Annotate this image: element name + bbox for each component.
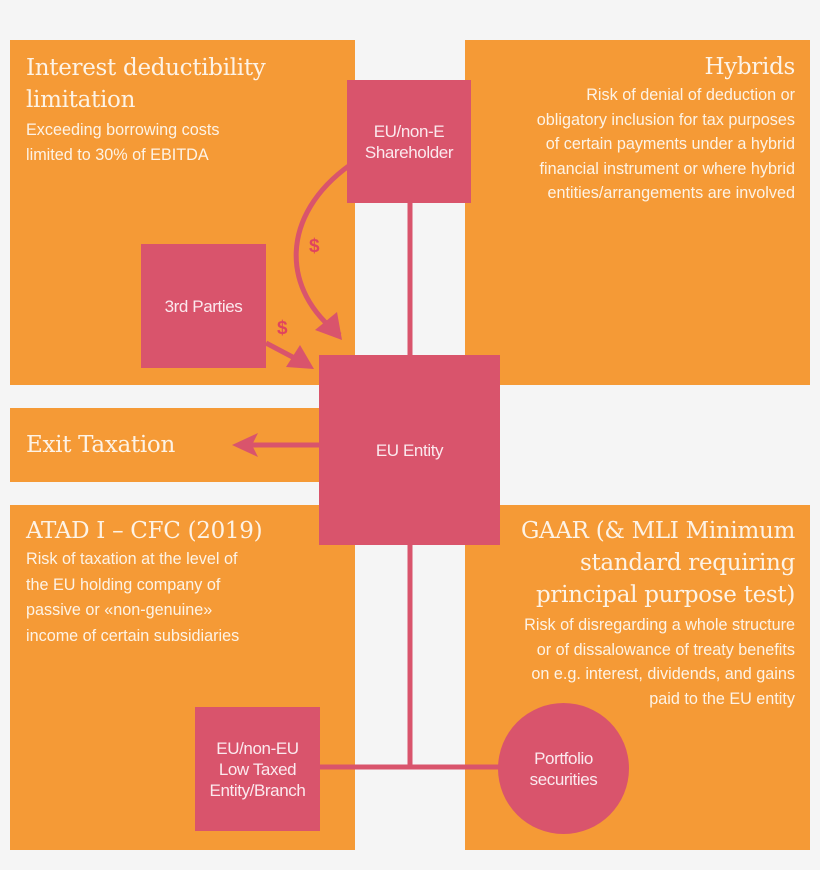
panel-description: Risk of disregarding a whole structure o…: [480, 613, 795, 711]
node-label: Low Taxed: [218, 759, 297, 779]
desc-line: limited to 30% of EBITDA: [26, 145, 209, 164]
panel-exit-taxation: Exit Taxation: [10, 408, 322, 482]
node-label: EU/non-E: [373, 121, 445, 141]
desc-line: Risk of denial of deduction or: [586, 86, 795, 104]
title-line: GAAR (& MLI Minimum: [520, 518, 795, 544]
node-third-parties: 3rd Parties: [141, 244, 266, 368]
title-line: limitation: [26, 87, 136, 113]
node-eu-entity: EU Entity: [319, 355, 500, 545]
desc-line: Risk of disregarding a whole structure: [524, 616, 795, 634]
panel-description: Risk of denial of deduction or obligator…: [480, 83, 795, 206]
desc-line: financial instrument or where hybrid: [539, 159, 795, 178]
panel-gaar: GAAR (& MLI Minimum standard requiring p…: [465, 505, 810, 850]
panel-title: ATAD I – CFC (2019): [26, 518, 263, 544]
desc-line: obligatory inclusion for tax purposes: [536, 110, 795, 129]
panel-description: Exceeding borrowing costs limited to 30%…: [26, 118, 339, 167]
dollar-icon: $: [309, 236, 320, 257]
desc-line: of certain payments under a hybrid: [545, 135, 795, 153]
panel-title: GAAR (& MLI Minimum standard requiring p…: [480, 515, 795, 611]
desc-line: on e.g. interest, dividends, and gains: [531, 665, 795, 683]
desc-line: passive or «non-genuine»: [26, 601, 213, 619]
desc-line: income of certain subsidiaries: [26, 626, 240, 645]
node-label: 3rd Parties: [164, 296, 243, 316]
panel-title: Interest deductibility limitation: [26, 52, 339, 116]
desc-line: the EU holding company of: [26, 575, 221, 594]
desc-line: or of dissalowance of treaty benefits: [536, 640, 795, 659]
node-label: EU Entity: [375, 440, 444, 460]
panel-title: Exit Taxation: [26, 432, 175, 458]
panel-cfc: ATAD I – CFC (2019) Risk of taxation at …: [10, 505, 355, 850]
node-label: EU/non-EU: [216, 738, 299, 758]
title-line: standard requiring: [579, 550, 795, 576]
panel-title: Hybrids: [704, 54, 795, 80]
node-label: securities: [529, 769, 598, 789]
title-line: Interest deductibility: [26, 55, 266, 81]
node-label: Portfolio: [534, 748, 593, 768]
panel-hybrids: Hybrids Risk of denial of deduction or o…: [465, 40, 810, 385]
desc-line: entities/arrangements are involved: [547, 184, 795, 202]
dollar-icon: $: [277, 318, 288, 339]
node-low-taxed-entity: EU/non-EU Low Taxed Entity/Branch: [195, 707, 320, 831]
node-label: Shareholder: [364, 142, 454, 162]
node-portfolio-securities: Portfolio securities: [498, 703, 629, 834]
node-label: Entity/Branch: [209, 780, 306, 800]
node-shareholder: EU/non-E Shareholder: [347, 80, 471, 203]
desc-line: paid to the EU entity: [649, 689, 795, 708]
desc-line: Exceeding borrowing costs: [26, 121, 220, 139]
title-line: principal purpose test): [535, 582, 795, 608]
panel-description: Risk of taxation at the level of the EU …: [26, 547, 339, 649]
desc-line: Risk of taxation at the level of: [26, 550, 238, 568]
